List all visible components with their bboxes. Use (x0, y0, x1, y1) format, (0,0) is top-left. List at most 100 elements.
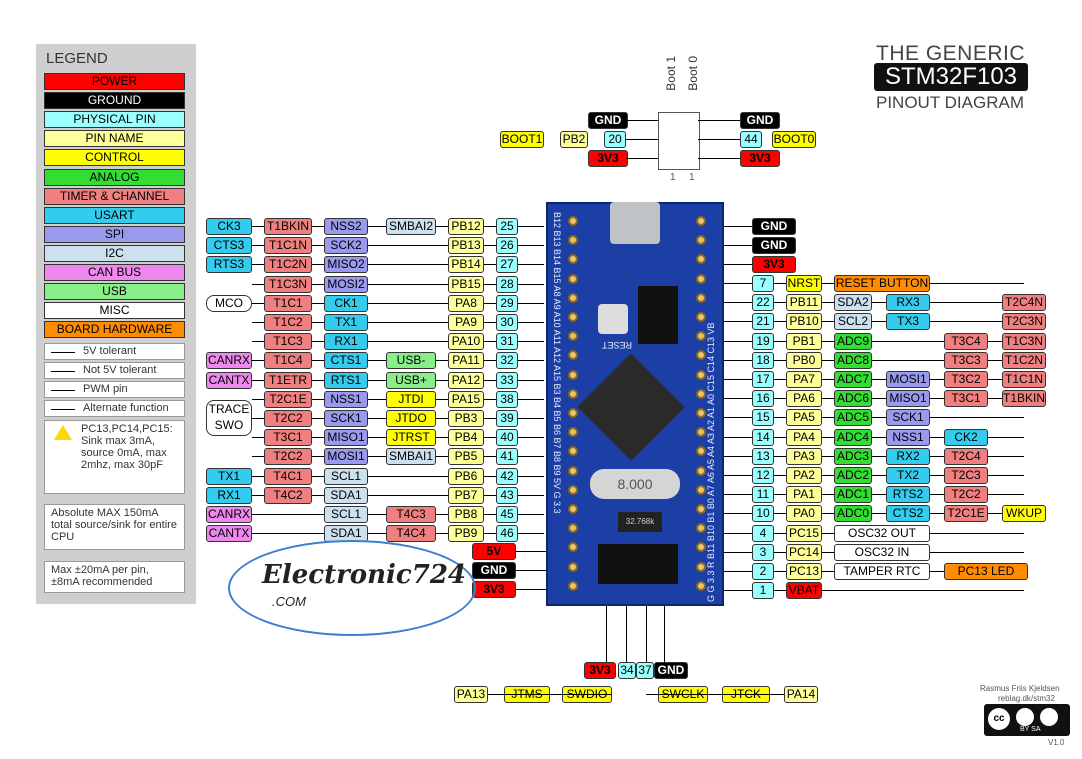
pin-row-line (724, 398, 1024, 400)
right-pin-label: ADC0 (834, 505, 872, 523)
right-edge-silk: G G 3.3 R B11 B10 B1 B0 A7 A6 A5 A4 A3 A… (706, 322, 716, 602)
legend-item: GROUND (44, 92, 185, 110)
left-pin-label: 28 (496, 275, 518, 293)
right-pin-label: PC13 LED (944, 563, 1028, 580)
boot-jumper-block (638, 286, 678, 344)
legend-item: POWER (44, 73, 185, 90)
pin-row-line (724, 302, 1024, 304)
boot-line (626, 158, 658, 160)
license-text: BY SA (1020, 726, 1041, 733)
left-pin-label: CANRX (206, 352, 252, 370)
swd-pin-line (646, 606, 647, 662)
pin-row-line (724, 417, 1024, 419)
swd-line (646, 694, 784, 695)
legend-warning-note: PC13,PC14,PC15: Sink max 3mA, source 0mA… (44, 420, 185, 494)
left-pin-label: PB9 (448, 525, 484, 543)
right-pin-label: RTS2 (886, 486, 930, 504)
right-pin-label: 12 (752, 467, 774, 484)
header-hole-right (696, 273, 706, 284)
left-pin-label: 33 (496, 371, 518, 389)
left-pin-label: RX1 (324, 333, 368, 351)
rtc-crystal-label: 32.768k (625, 517, 655, 526)
right-pin-label: ADC9 (834, 332, 872, 350)
crystal: 8.000 (590, 469, 680, 499)
header-hole-left (568, 465, 578, 476)
right-pin-label: RX2 (886, 447, 930, 465)
reset-button[interactable] (598, 304, 628, 334)
header-hole-left (568, 408, 578, 418)
pin-row-line (252, 322, 544, 323)
watermark-text: Electronic724 (262, 560, 467, 590)
left-power-pin: 3V3 (472, 581, 516, 599)
left-pin-label: TRACE SWO (206, 400, 252, 436)
left-pin-label: MCO (206, 294, 252, 312)
right-pin-label: ADC4 (834, 428, 872, 446)
header-hole-left (568, 312, 578, 322)
power-line (724, 226, 752, 227)
right-pin-label: ADC6 (834, 390, 872, 408)
legend-symbol-row: Alternate function (44, 400, 185, 417)
legend-max-note: Absolute MAX 150mA total source/sink for… (44, 504, 185, 550)
header-hole-left (568, 484, 578, 495)
header-hole-right (696, 446, 706, 457)
legend-item: CAN BUS (44, 264, 185, 281)
left-pin-label: T2C2 (264, 448, 312, 466)
boot1-label: Boot 1 (664, 56, 678, 91)
boot-line (698, 158, 740, 160)
right-pin-label: PB10 (786, 313, 822, 331)
left-pin-label: T3C1 (264, 429, 312, 447)
left-pin-label: 45 (496, 506, 518, 523)
boot-left-label: BOOT1 (500, 131, 544, 149)
pin-row-line (724, 590, 1024, 592)
left-pin-label: T4C1 (264, 467, 312, 485)
credit-version: V1.0 (1048, 738, 1065, 747)
left-pin-label: T1C3N (264, 275, 312, 293)
left-pin-label: T4C3 (386, 506, 436, 523)
right-pin-label: OSC32 IN (834, 543, 930, 561)
cc-license-badge: cc BY SA (984, 704, 1070, 736)
legend-per-pin-note: Max ±20mA per pin, ±8mA recommended (44, 561, 185, 593)
left-pin-label: CTS3 (206, 237, 252, 255)
left-pin-label: SCL1 (324, 506, 368, 523)
power-line (724, 245, 752, 247)
legend-item: ANALOG (44, 168, 185, 186)
usb-connector (610, 202, 660, 244)
right-pin-label: CK2 (944, 428, 988, 446)
left-pin-label: T1BKIN (264, 218, 312, 235)
right-pin-label: 11 (752, 486, 774, 504)
header-hole-left (568, 216, 578, 226)
right-pin-label: PC13 (786, 563, 822, 580)
left-pin-label: T1C1 (264, 294, 312, 312)
rtc-crystal: 32.768k (618, 512, 662, 532)
left-pin-label: CK1 (324, 294, 368, 312)
right-pin-label: 3 (752, 543, 774, 561)
legend-symbol-line (51, 390, 75, 391)
left-pin-label: JTRST (386, 429, 436, 447)
left-pin-label: PB5 (448, 448, 484, 466)
left-pin-label: PB15 (448, 275, 484, 293)
right-pin-label: 17 (752, 371, 774, 388)
swd-power-label: 34 (618, 662, 636, 679)
right-pin-label: PB1 (786, 332, 822, 350)
right-power-pin: GND (752, 237, 796, 255)
pin-row-line (252, 341, 544, 343)
pin-row-line (724, 436, 1024, 438)
legend-symbol-label: Alternate function (83, 402, 169, 414)
left-pin-label: TX1 (324, 314, 368, 331)
boot-left-label: PB2 (560, 131, 588, 149)
legend-item: I2C (44, 244, 185, 262)
power-line (516, 570, 546, 572)
header-hole-left (568, 235, 578, 246)
left-pin-label: TX1 (206, 467, 252, 485)
left-pin-label: PB6 (448, 467, 484, 485)
swd-power-label: GND (654, 662, 688, 679)
right-pin-label: TX3 (886, 313, 930, 331)
pin-row-line (252, 475, 544, 477)
right-pin-label: 2 (752, 563, 774, 580)
left-pin-label: T2C2 (264, 410, 312, 427)
pin-row-line (724, 321, 1024, 323)
right-pin-label: 10 (752, 505, 774, 523)
boot-line (626, 139, 658, 141)
right-pin-label: PA1 (786, 486, 822, 504)
left-pin-label: PA11 (448, 352, 484, 370)
